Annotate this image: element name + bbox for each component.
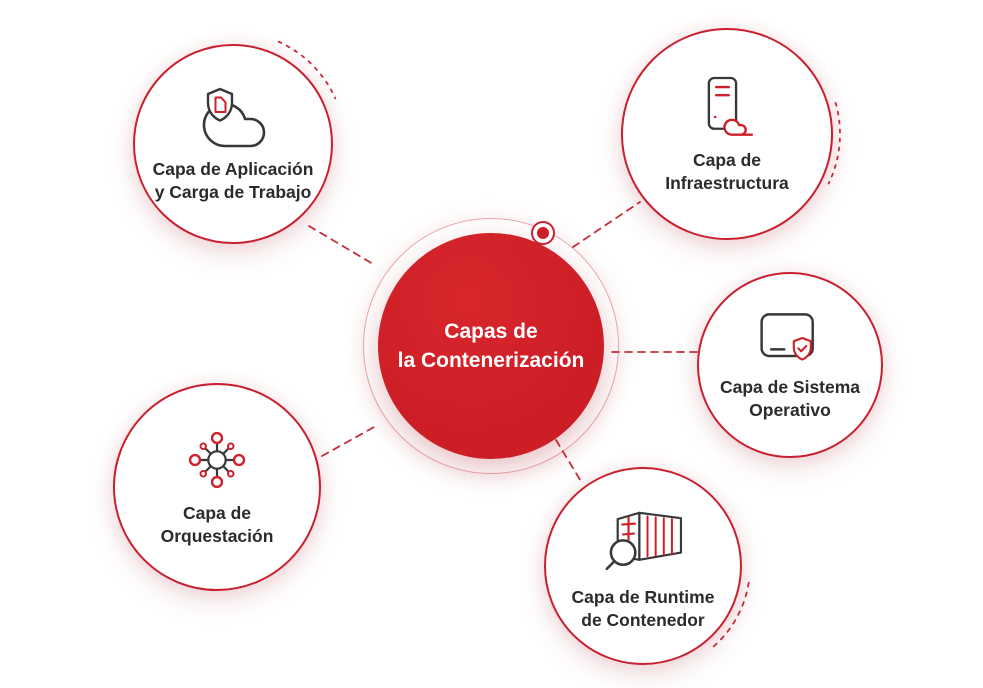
application-layer-label: Capa de Aplicación y Carga de Trabajo xyxy=(153,158,314,204)
runtime-layer-label: Capa de Runtime de Contenedor xyxy=(572,586,715,632)
connector-center-application xyxy=(308,225,374,265)
infrastructure-label-line2: Infraestructura xyxy=(665,172,789,193)
ring-ornament-dot xyxy=(531,221,555,245)
connector-center-orchestration xyxy=(321,425,377,457)
center-outer-ring xyxy=(363,218,619,474)
infrastructure-label-line1: Capa de xyxy=(692,149,762,170)
application-label-line1: Capa de Aplicación xyxy=(152,158,314,179)
operating-system-layer-label: Capa de Sistema Operativo xyxy=(720,376,860,422)
os-label-line1: Capa de Sistema xyxy=(719,376,861,397)
cloud-shield-document-icon xyxy=(202,87,266,148)
network-hub-icon xyxy=(188,431,246,488)
ornament-inner-dot xyxy=(537,227,549,239)
node-application-layer: Capa de Aplicación y Carga de Trabajo xyxy=(133,44,333,244)
orchestration-label-line2: Orquestación xyxy=(160,525,274,546)
center-title-line2: la Contenerización xyxy=(397,349,585,372)
node-infrastructure-layer: Capa de Infraestructura xyxy=(621,28,833,240)
center-title-line1: Capas de xyxy=(444,319,538,343)
application-label-line2: y Carga de Trabajo xyxy=(154,181,312,202)
runtime-label-line2: de Contenedor xyxy=(581,609,705,630)
container-magnifier-icon xyxy=(605,511,683,570)
window-shield-check-icon xyxy=(760,312,814,361)
orchestration-label-line1: Capa de xyxy=(182,502,252,523)
connector-center-infrastructure xyxy=(572,201,641,248)
node-operating-system-layer: Capa de Sistema Operativo xyxy=(697,272,883,458)
center-title: Capas de la Contenerización xyxy=(398,317,585,376)
os-label-line2: Operativo xyxy=(749,399,831,420)
runtime-label-line1: Capa de Runtime xyxy=(571,586,715,607)
infrastructure-layer-label: Capa de Infraestructura xyxy=(665,149,789,195)
server-cloud-icon xyxy=(707,76,754,136)
center-node: Capas de la Contenerización xyxy=(378,233,604,459)
node-orchestration-layer: Capa de Orquestación xyxy=(113,383,321,591)
node-container-runtime-layer: Capa de Runtime de Contenedor xyxy=(544,467,742,665)
orchestration-layer-label: Capa de Orquestación xyxy=(161,502,274,548)
